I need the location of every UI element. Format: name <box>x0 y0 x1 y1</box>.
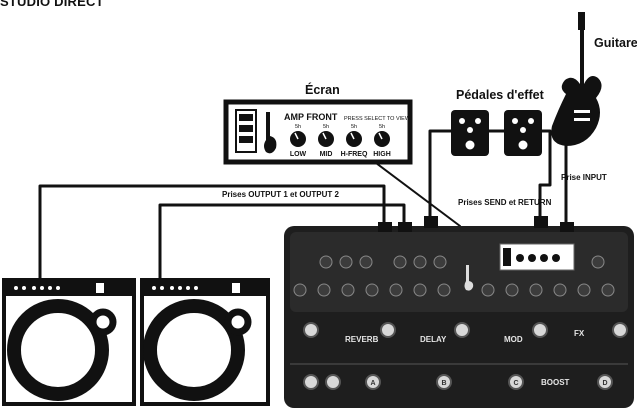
screen-knob-label: MID <box>320 151 333 158</box>
label-guitar: Guitare <box>594 36 637 50</box>
unit-knob[interactable] <box>359 255 373 269</box>
cable-send <box>428 129 454 220</box>
screen-hint: PRESS SELECT TO VIEW <box>344 116 411 122</box>
unit-knob[interactable] <box>529 283 543 297</box>
footswitch[interactable] <box>303 322 319 338</box>
screen-title: AMP FRONT <box>284 112 338 122</box>
label-input: Prise INPUT <box>561 173 607 182</box>
diagram-heading: STUDIO DIRECT <box>0 0 104 9</box>
footswitch-letter: B <box>441 380 446 387</box>
unit-knob[interactable] <box>601 283 615 297</box>
cables <box>38 129 568 285</box>
unit-knob[interactable] <box>389 283 403 297</box>
effect-pedal-1 <box>451 110 489 156</box>
footswitch[interactable] <box>365 374 381 390</box>
boost-label: BOOST <box>541 378 570 387</box>
screen-knob-value: 5h <box>323 124 329 130</box>
unit-knob[interactable] <box>577 283 591 297</box>
cable-return <box>538 129 552 220</box>
footswitch[interactable] <box>532 322 548 338</box>
effect-pedal-2 <box>504 110 542 156</box>
unit-knob[interactable] <box>413 283 427 297</box>
unit-knob[interactable] <box>319 255 333 269</box>
multi-effects-unit: REVERB DELAY MOD FX BOOST A B C D <box>284 216 634 408</box>
screen-knob-value: 5h <box>295 124 301 130</box>
unit-mini-display <box>499 243 575 271</box>
footswitch[interactable] <box>325 374 341 390</box>
screen-knob-pointer <box>294 132 299 140</box>
footswitch[interactable] <box>436 374 452 390</box>
guitar-icon <box>551 12 602 146</box>
footswitch[interactable] <box>508 374 524 390</box>
label-effect-pedals: Pédales d'effet <box>456 88 544 102</box>
footswitch[interactable] <box>597 374 613 390</box>
amp-left <box>2 278 136 406</box>
screen-knob-label: H-FREQ <box>341 151 368 158</box>
effect-name-delay: DELAY <box>420 335 447 344</box>
unit-knob[interactable] <box>481 283 495 297</box>
screen-knob-pointer <box>322 132 327 140</box>
label-send-return: Prises SEND et RETURN <box>458 198 552 207</box>
screen-knob-value: 5h <box>351 124 357 130</box>
unit-knob[interactable] <box>339 255 353 269</box>
label-outputs: Prises OUTPUT 1 et OUTPUT 2 <box>222 190 339 199</box>
footswitch-letter: A <box>370 380 375 387</box>
unit-knob[interactable] <box>365 283 379 297</box>
unit-knob[interactable] <box>591 255 605 269</box>
unit-knob[interactable] <box>433 255 447 269</box>
unit-knob[interactable] <box>341 283 355 297</box>
footswitch[interactable] <box>612 322 628 338</box>
cable-output-1 <box>38 184 386 285</box>
unit-knob[interactable] <box>393 255 407 269</box>
footswitch-letter: D <box>602 380 607 387</box>
effect-name-reverb: REVERB <box>345 335 379 344</box>
unit-knob[interactable] <box>505 283 519 297</box>
effect-name-mod: MOD <box>504 335 523 344</box>
unit-knob[interactable] <box>437 283 451 297</box>
cable-output-2 <box>158 203 406 285</box>
screen-knob-pointer <box>350 132 355 140</box>
screen-knob-pointer <box>378 132 383 140</box>
amp-right <box>140 278 270 406</box>
unit-knob[interactable] <box>553 283 567 297</box>
unit-knob[interactable] <box>293 283 307 297</box>
screen-knob-value: 5h <box>379 124 385 130</box>
footswitch[interactable] <box>380 322 396 338</box>
screen-knob-label: HIGH <box>373 151 391 158</box>
cable-screen-link <box>371 159 461 227</box>
footswitch-letter: C <box>513 380 518 387</box>
label-screen: Écran <box>305 83 340 97</box>
screen-knob-label: LOW <box>290 151 307 158</box>
effect-name-fx: FX <box>574 329 585 338</box>
footswitch[interactable] <box>303 374 319 390</box>
unit-knob[interactable] <box>317 283 331 297</box>
unit-knob[interactable] <box>413 255 427 269</box>
footswitch[interactable] <box>454 322 470 338</box>
